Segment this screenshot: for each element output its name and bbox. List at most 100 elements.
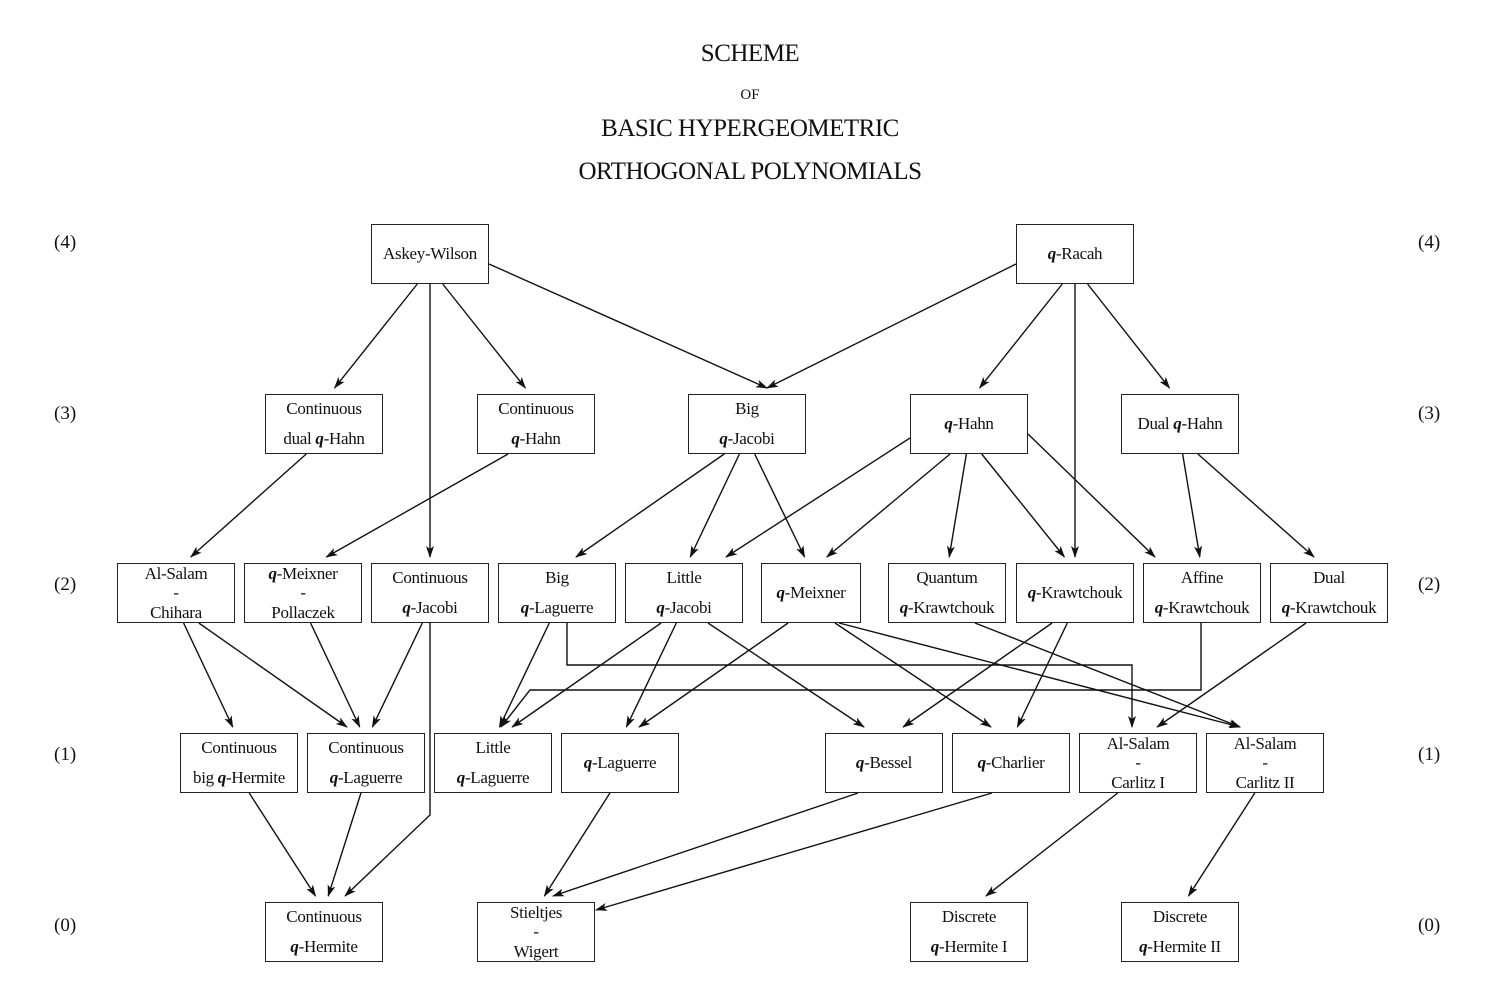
edge-big-q-jacobi-to-big-q-laguerre bbox=[575, 453, 725, 558]
edge-al-salam-carlitz-i-to-discrete-q-hermite-i bbox=[985, 792, 1119, 897]
edge-dual-q-hahn-to-dual-q-krawtchouk bbox=[1197, 453, 1315, 558]
edge-q-meixner-to-q-laguerre bbox=[638, 622, 789, 728]
edge-big-q-jacobi-to-q-meixner bbox=[754, 453, 806, 558]
node-label-line: Askey-Wilson bbox=[383, 244, 477, 264]
node-label-line: q-Meixner bbox=[268, 563, 338, 583]
edge-little-q-jacobi-to-q-laguerre bbox=[625, 622, 677, 728]
level-label-2-left: (2) bbox=[54, 574, 77, 595]
node-little-q-jacobi: Little q-Jacobi bbox=[625, 563, 743, 623]
node-stieltjes-wigert: Stieltjes-Wigert bbox=[477, 902, 595, 962]
edge-askey-wilson-to-big-q-jacobi bbox=[488, 263, 768, 389]
edge-continuous-q-laguerre-to-continuous-q-hermite bbox=[327, 792, 362, 897]
edge-al-salam-carlitz-ii-to-discrete-q-hermite-ii bbox=[1187, 792, 1256, 897]
edge-continuous-big-q-hermite-to-continuous-q-hermite bbox=[248, 792, 317, 897]
node-label-line: Dual q-Hahn bbox=[1137, 414, 1223, 434]
node-q-racah: q-Racah bbox=[1016, 224, 1134, 284]
node-label-line: Chihara bbox=[150, 602, 202, 622]
node-q-krawtchouk: q-Krawtchouk bbox=[1016, 563, 1134, 623]
level-label-1-right: (1) bbox=[1418, 744, 1441, 765]
node-label-line: q-Meixner bbox=[776, 583, 846, 603]
scheme-title-line3: BASIC HYPERGEOMETRIC bbox=[601, 115, 899, 142]
node-label-line: q-Jacobi bbox=[719, 429, 775, 448]
node-label-line: Affine bbox=[1180, 568, 1224, 588]
level-label-1-left: (1) bbox=[54, 744, 77, 765]
edge-continuous-dual-q-hahn-to-al-salam-chihara bbox=[190, 453, 307, 558]
edge-dual-q-hahn-to-affine-q-krawtchouk bbox=[1181, 453, 1202, 558]
edge-q-meixner-to-q-charlier bbox=[834, 622, 992, 728]
node-label-line: Continuous bbox=[392, 568, 468, 588]
edge-little-q-jacobi-to-little-q-laguerre bbox=[511, 622, 662, 728]
edge-al-salam-chihara-to-continuous-q-laguerre bbox=[198, 622, 348, 728]
node-label-line: q-Jacobi bbox=[402, 598, 458, 617]
node-label-line: Wigert bbox=[513, 941, 559, 961]
node-label-line: q-Krawtchouk bbox=[1027, 583, 1123, 603]
node-label-line: Discrete bbox=[941, 907, 997, 927]
edge-q-krawtchouk-to-q-charlier bbox=[1016, 622, 1068, 728]
node-label-line: Continuous bbox=[328, 738, 404, 758]
edge-q-hahn-to-q-meixner bbox=[826, 453, 951, 558]
node-dual-q-hahn: Dual q-Hahn bbox=[1121, 394, 1239, 454]
level-label-3-left: (3) bbox=[54, 403, 77, 424]
edge-q-krawtchouk-to-q-bessel bbox=[902, 622, 1053, 728]
node-label-line: Discrete bbox=[1152, 907, 1208, 927]
node-label-line: q-Hahn bbox=[944, 414, 994, 434]
edge-dual-q-krawtchouk-to-al-salam-carlitz-i bbox=[1156, 622, 1307, 728]
node-q-meixner-pollaczek: q-Meixner-Pollaczek bbox=[244, 563, 362, 623]
edge-big-q-laguerre-to-al-salam-carlitz-i bbox=[566, 623, 1136, 728]
edge-q-hahn-to-q-krawtchouk bbox=[981, 453, 1066, 558]
node-al-salam-chihara: Al-Salam-Chihara bbox=[117, 563, 235, 623]
node-label-line: q-Laguerre bbox=[520, 598, 594, 617]
node-label-line: q-Bessel bbox=[855, 753, 913, 773]
node-label-line: Little bbox=[475, 738, 511, 758]
node-label-line: Dual bbox=[1313, 568, 1345, 588]
level-label-2-right: (2) bbox=[1418, 574, 1441, 595]
edge-q-meixner-pollaczek-to-continuous-q-laguerre bbox=[309, 622, 361, 728]
edge-q-charlier-to-stieltjes-wigert bbox=[595, 792, 993, 911]
node-label-line: Continuous bbox=[286, 907, 362, 927]
node-label-line: - bbox=[1262, 753, 1268, 773]
node-label-line: q-Laguerre bbox=[456, 768, 530, 787]
node-label-line: Stieltjes bbox=[509, 902, 563, 922]
level-label-4-left: (4) bbox=[54, 232, 77, 253]
edge-big-q-jacobi-to-little-q-jacobi bbox=[689, 453, 741, 558]
node-label-line: q-Jacobi bbox=[656, 598, 712, 617]
edge-q-laguerre-to-stieltjes-wigert bbox=[543, 792, 611, 897]
edge-askey-wilson-to-continuous-q-hahn bbox=[442, 283, 527, 389]
level-label-0-right: (0) bbox=[1418, 915, 1441, 936]
node-label-line: big q-Hermite bbox=[193, 768, 285, 787]
node-label-line: dual q-Hahn bbox=[283, 429, 365, 448]
node-label-line: Continuous bbox=[498, 399, 574, 419]
edge-q-hahn-to-little-q-jacobi bbox=[725, 437, 911, 558]
node-label-line: Al-Salam bbox=[1233, 733, 1297, 753]
edge-little-q-jacobi-to-q-bessel bbox=[707, 622, 865, 728]
node-label-line: q-Hahn bbox=[511, 429, 561, 448]
node-q-bessel: q-Bessel bbox=[825, 733, 943, 793]
node-label-line: q-Krawtchouk bbox=[899, 598, 995, 617]
scheme-title: SCHEME bbox=[700, 40, 800, 67]
edge-continuous-q-hahn-to-q-meixner-pollaczek bbox=[325, 453, 509, 558]
edge-affine-q-krawtchouk-to-little-q-laguerre bbox=[500, 623, 1202, 728]
edge-askey-wilson-to-continuous-dual-q-hahn bbox=[333, 283, 418, 389]
edge-continuous-q-jacobi-to-continuous-q-laguerre bbox=[371, 622, 423, 728]
node-label-line: Little bbox=[666, 568, 702, 588]
node-label-line: - bbox=[300, 583, 306, 603]
node-label-line: - bbox=[533, 922, 539, 942]
node-q-charlier: q-Charlier bbox=[952, 733, 1070, 793]
edge-q-hahn-to-affine-q-krawtchouk bbox=[1027, 433, 1156, 558]
node-askey-wilson: Askey-Wilson bbox=[371, 224, 489, 284]
level-label-4-right: (4) bbox=[1418, 232, 1441, 253]
node-little-q-laguerre: Little q-Laguerre bbox=[434, 733, 552, 793]
scheme-title-of: OF bbox=[740, 87, 760, 103]
node-q-hahn: q-Hahn bbox=[910, 394, 1028, 454]
node-label-line: Carlitz II bbox=[1235, 772, 1295, 792]
node-q-laguerre: q-Laguerre bbox=[561, 733, 679, 793]
